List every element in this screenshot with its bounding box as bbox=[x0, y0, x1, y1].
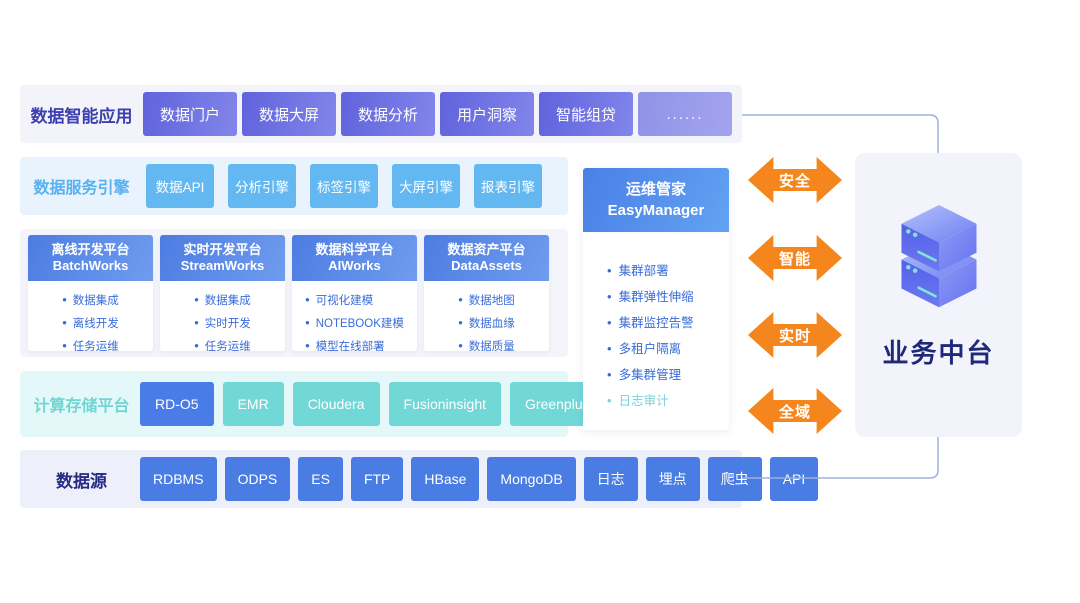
chip-data-analysis[interactable]: 数据分析 bbox=[341, 92, 435, 136]
easymanager-panel[interactable]: 运维管家 EasyManager 集群部署 集群弹性伸缩 集群监控告警 多租户隔… bbox=[583, 168, 729, 430]
business-platform-title: 业务中台 bbox=[882, 338, 995, 368]
source-chip-group: RDBMS ODPS ES FTP HBase MongoDB 日志 埋点 爬虫… bbox=[140, 457, 819, 501]
chip-data-screen[interactable]: 数据大屏 bbox=[242, 92, 336, 136]
chip-more-apps[interactable]: ...... bbox=[638, 92, 732, 136]
row-service-engines: 数据服务引擎 数据API 分析引擎 标签引擎 大屏引擎 报表引擎 bbox=[20, 157, 568, 215]
manager-bullet: 集群弹性伸缩 bbox=[607, 284, 729, 310]
row-label-compute-storage: 计算存储平台 bbox=[33, 398, 130, 415]
chip-smart-lending[interactable]: 智能组贷 bbox=[539, 92, 633, 136]
row-data-apps: 数据智能应用 数据门户 数据大屏 数据分析 用户洞察 智能组贷 ...... bbox=[20, 85, 742, 143]
card-aiworks[interactable]: 数据科学平台 AIWorks 可视化建模 NOTEBOOK建模 模型在线部署 bbox=[292, 235, 417, 351]
easymanager-title: 运维管家 bbox=[625, 181, 686, 198]
card-title: 实时开发平台 bbox=[183, 242, 262, 257]
chip-fusioninsight[interactable]: Fusioninsight bbox=[388, 382, 502, 426]
card-bullet: 数据地图 bbox=[458, 289, 515, 312]
chip-logs[interactable]: 日志 bbox=[583, 457, 638, 501]
chip-mongodb[interactable]: MongoDB bbox=[487, 457, 576, 501]
chip-hbase[interactable]: HBase bbox=[411, 457, 480, 501]
card-batchworks[interactable]: 离线开发平台 BatchWorks 数据集成 离线开发 任务运维 bbox=[28, 235, 153, 351]
chip-analysis-engine[interactable]: 分析引擎 bbox=[228, 164, 296, 208]
card-aiworks-body: 可视化建模 NOTEBOOK建模 模型在线部署 bbox=[292, 281, 417, 351]
chip-api[interactable]: API bbox=[769, 457, 819, 501]
chip-emr[interactable]: EMR bbox=[222, 382, 284, 426]
card-title: 离线开发平台 bbox=[51, 242, 130, 257]
chip-rdbms[interactable]: RDBMS bbox=[140, 457, 217, 501]
manager-bullet: 多租户隔离 bbox=[607, 336, 729, 362]
card-aiworks-header: 数据科学平台 AIWorks bbox=[292, 235, 417, 281]
chip-odps[interactable]: ODPS bbox=[224, 457, 291, 501]
chip-screen-engine[interactable]: 大屏引擎 bbox=[392, 164, 460, 208]
card-batchworks-body: 数据集成 离线开发 任务运维 bbox=[28, 281, 153, 351]
chip-tag-engine[interactable]: 标签引擎 bbox=[310, 164, 378, 208]
card-streamworks-body: 数据集成 实时开发 任务运维 bbox=[160, 281, 285, 351]
card-streamworks[interactable]: 实时开发平台 StreamWorks 数据集成 实时开发 任务运维 bbox=[160, 235, 285, 351]
card-dataassets-body: 数据地图 数据血缘 数据质量 bbox=[424, 281, 549, 351]
easymanager-feature-list: 集群部署 集群弹性伸缩 集群监控告警 多租户隔离 多集群管理 日志审计 bbox=[583, 232, 729, 414]
card-bullet: 任务运维 bbox=[62, 335, 119, 351]
row-label-data-apps: 数据智能应用 bbox=[30, 106, 133, 126]
card-bullet: 离线开发 bbox=[62, 312, 119, 335]
row-label-data-sources: 数据源 bbox=[56, 471, 107, 491]
card-subtitle: AIWorks bbox=[328, 258, 381, 273]
row-compute-storage: 计算存储平台 RD-O5 EMR Cloudera Fusioninsight … bbox=[20, 371, 610, 437]
manager-bullet: 多集群管理 bbox=[607, 362, 729, 388]
arrow-realtime: 实时 bbox=[748, 312, 842, 358]
card-dataassets[interactable]: 数据资产平台 DataAssets 数据地图 数据血缘 数据质量 bbox=[424, 235, 549, 351]
arrow-intelligent: 智能 bbox=[748, 235, 842, 281]
card-batchworks-header: 离线开发平台 BatchWorks bbox=[28, 235, 153, 281]
chip-tracking[interactable]: 埋点 bbox=[645, 457, 700, 501]
chip-user-insight[interactable]: 用户洞察 bbox=[440, 92, 534, 136]
card-bullet: 实时开发 bbox=[194, 312, 251, 335]
arrow-fulldomain: 全域 bbox=[748, 388, 842, 434]
business-platform-card: 业务中台 bbox=[855, 153, 1022, 437]
compute-chip-group: RD-O5 EMR Cloudera Fusioninsight Greenpl… bbox=[140, 382, 610, 426]
card-bullet: NOTEBOOK建模 bbox=[305, 312, 404, 335]
card-subtitle: BatchWorks bbox=[52, 258, 129, 273]
app-chip-group: 数据门户 数据大屏 数据分析 用户洞察 智能组贷 ...... bbox=[143, 92, 732, 136]
card-bullet: 数据集成 bbox=[62, 289, 119, 312]
easymanager-subtitle: EasyManager bbox=[607, 202, 705, 219]
easymanager-header: 运维管家 EasyManager bbox=[583, 168, 729, 232]
row-dev-platforms: 离线开发平台 BatchWorks 数据集成 离线开发 任务运维 实时开发平台 … bbox=[20, 229, 568, 357]
card-subtitle: DataAssets bbox=[451, 258, 522, 273]
arrow-security: 安全 bbox=[748, 157, 842, 203]
manager-bullet: 集群监控告警 bbox=[607, 310, 729, 336]
chip-rdos[interactable]: RD-O5 bbox=[140, 382, 214, 426]
manager-bullet: 集群部署 bbox=[607, 258, 729, 284]
card-bullet: 数据质量 bbox=[458, 335, 515, 351]
row-label-service-engines: 数据服务引擎 bbox=[33, 180, 130, 197]
card-subtitle: StreamWorks bbox=[180, 258, 265, 273]
chip-crawler[interactable]: 爬虫 bbox=[707, 457, 762, 501]
card-bullet: 数据集成 bbox=[194, 289, 251, 312]
card-bullet: 模型在线部署 bbox=[305, 335, 404, 351]
card-title: 数据科学平台 bbox=[315, 242, 394, 257]
card-dataassets-header: 数据资产平台 DataAssets bbox=[424, 235, 549, 281]
card-bullet: 可视化建模 bbox=[305, 289, 404, 312]
card-bullet: 数据血缘 bbox=[458, 312, 515, 335]
server-stack-icon bbox=[900, 205, 977, 308]
chip-es[interactable]: ES bbox=[298, 457, 343, 501]
chip-ftp[interactable]: FTP bbox=[350, 457, 404, 501]
chip-report-engine[interactable]: 报表引擎 bbox=[474, 164, 542, 208]
chip-data-api[interactable]: 数据API bbox=[146, 164, 214, 208]
card-title: 数据资产平台 bbox=[447, 242, 526, 257]
engine-chip-group: 数据API 分析引擎 标签引擎 大屏引擎 报表引擎 bbox=[146, 164, 542, 208]
platform-card-group: 离线开发平台 BatchWorks 数据集成 离线开发 任务运维 实时开发平台 … bbox=[28, 235, 549, 351]
row-data-sources: 数据源 RDBMS ODPS ES FTP HBase MongoDB 日志 埋… bbox=[20, 450, 819, 508]
chip-cloudera[interactable]: Cloudera bbox=[292, 382, 380, 426]
card-streamworks-header: 实时开发平台 StreamWorks bbox=[160, 235, 285, 281]
manager-bullet-log-audit: 日志审计 bbox=[607, 388, 729, 414]
card-bullet: 任务运维 bbox=[194, 335, 251, 351]
chip-data-portal[interactable]: 数据门户 bbox=[143, 92, 237, 136]
